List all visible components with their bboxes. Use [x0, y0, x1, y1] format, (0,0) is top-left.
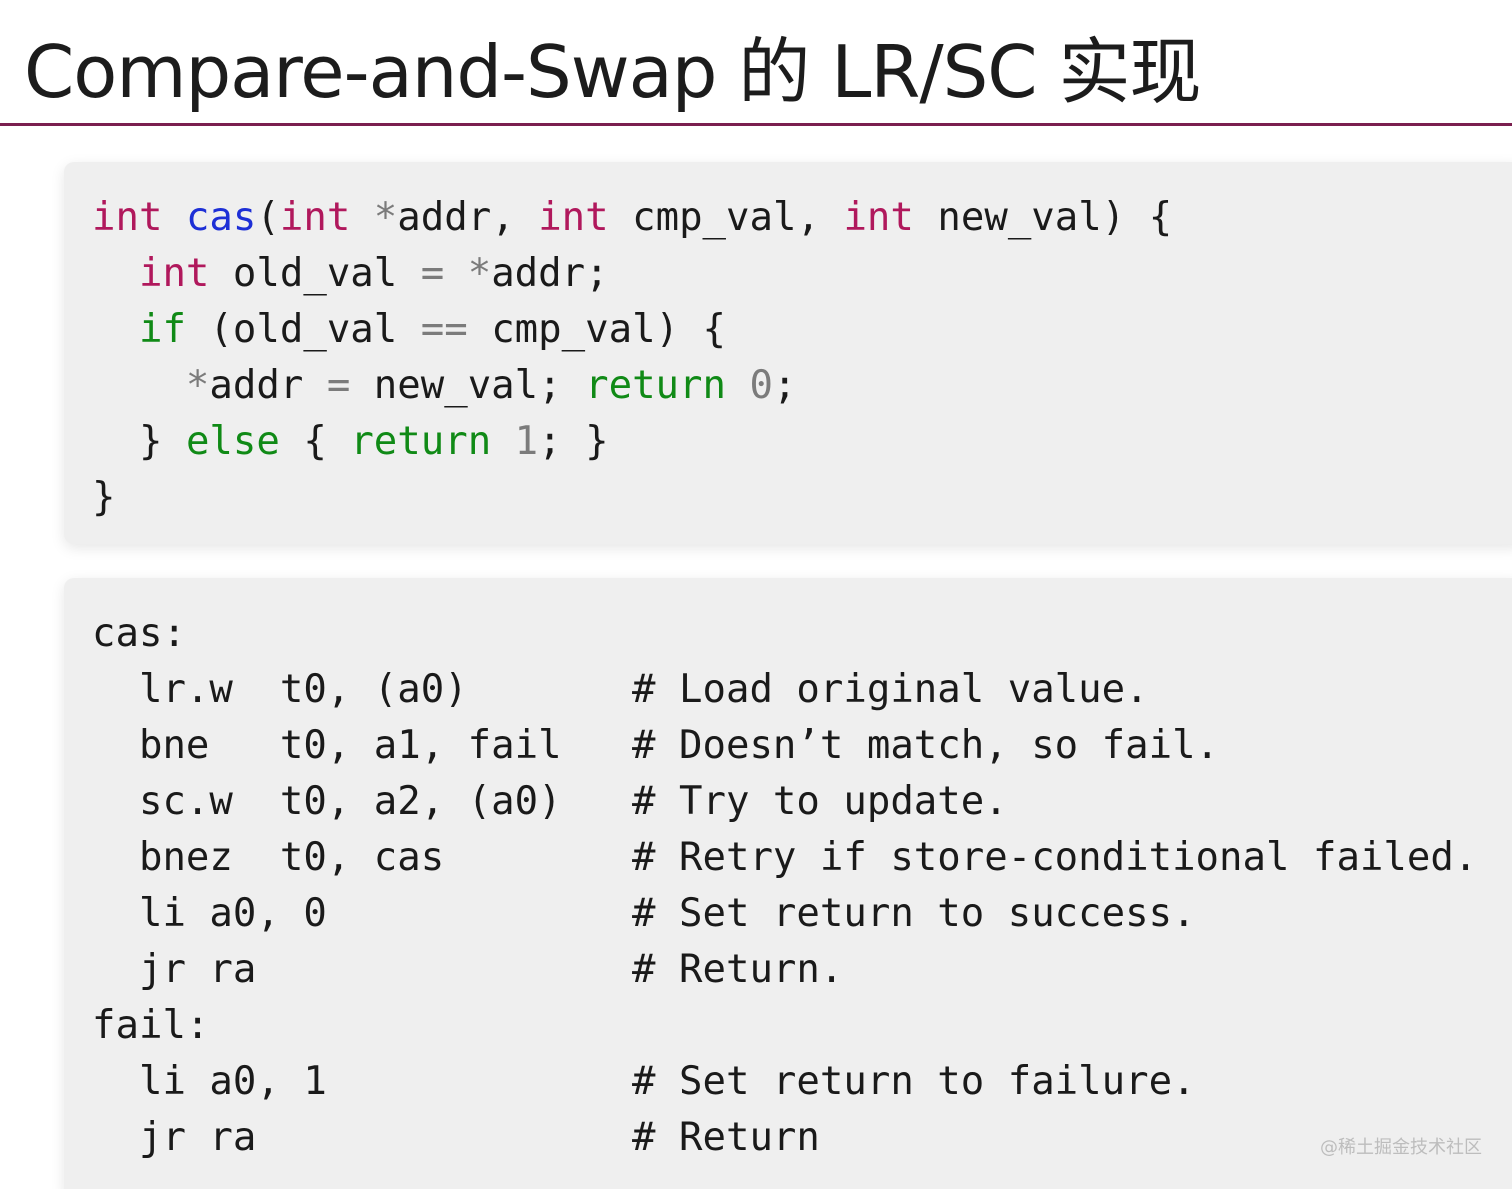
watermark: @稀土掘金技术社区	[1320, 1137, 1482, 1158]
c-line-3: if (old_val == cmp_val) {	[138, 307, 726, 352]
asm-line: li a0, 1 # Set return to failure.	[92, 1059, 1196, 1104]
c-line-2: int old_val = *addr;	[138, 251, 609, 296]
asm-line: jr ra # Return	[92, 1115, 820, 1160]
asm-line: fail:	[92, 1003, 210, 1048]
c-line-1: int cas(int *addr, int cmp_val, int new_…	[92, 195, 1173, 240]
asm-line: jr ra # Return.	[92, 947, 844, 992]
asm-line: cas:	[92, 611, 186, 656]
asm-line: sc.w t0, a2, (a0) # Try to update.	[92, 779, 1008, 824]
c-code-block: int cas(int *addr, int cmp_val, int new_…	[64, 162, 1512, 544]
asm-line: li a0, 0 # Set return to success.	[92, 891, 1196, 936]
asm-code-block: cas: lr.w t0, (a0) # Load original value…	[64, 578, 1512, 1189]
asm-line: lr.w t0, (a0) # Load original value.	[92, 667, 1149, 712]
asm-line: bne t0, a1, fail # Doesn’t match, so fai…	[92, 723, 1220, 768]
page-title: Compare-and-Swap 的 LR/SC 实现	[24, 30, 1201, 114]
c-line-6: }	[92, 475, 116, 520]
asm-line: bnez t0, cas # Retry if store-conditiona…	[92, 835, 1478, 880]
c-line-5: } else { return 1; }	[138, 419, 609, 464]
asm-code: cas: lr.w t0, (a0) # Load original value…	[92, 606, 1477, 1166]
c-code: int cas(int *addr, int cmp_val, int new_…	[92, 190, 1172, 526]
c-line-4: *addr = new_val; return 0;	[185, 363, 797, 408]
title-divider	[0, 123, 1512, 126]
